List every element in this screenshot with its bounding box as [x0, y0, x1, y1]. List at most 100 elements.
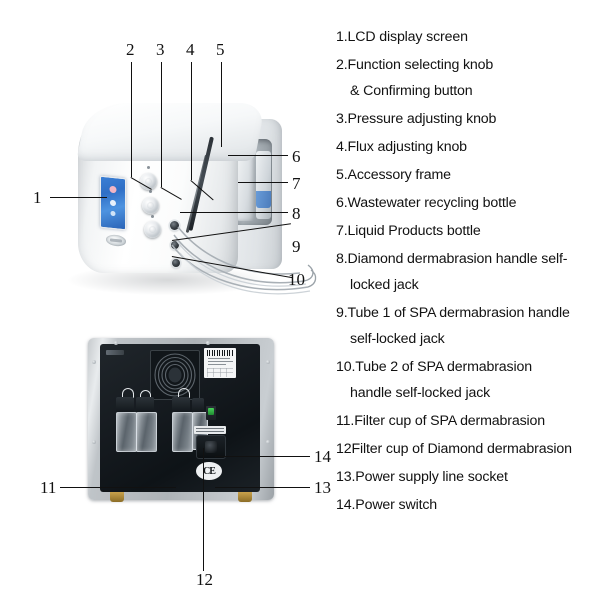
lcd-icon-middle	[110, 199, 116, 207]
pressure-adjusting-knob[interactable]	[142, 197, 159, 214]
ce-mark: CE	[196, 462, 222, 480]
callout-number-6: 6	[292, 147, 301, 166]
knob-indicator-dot-3	[151, 215, 154, 218]
legend-text-8: 8.Diamond dermabrasion handle self-	[336, 251, 568, 267]
leader-line-13	[215, 487, 310, 489]
screw-left-lower	[92, 440, 96, 444]
leader-line-7	[238, 182, 288, 184]
liquid-products-bottle	[256, 151, 271, 219]
hose-spa-2	[140, 390, 151, 399]
label-line-3	[208, 364, 226, 365]
legend-text-3: 3.Pressure adjusting knob	[336, 111, 497, 127]
rear-brand-mark	[106, 350, 124, 355]
callout-number-9: 9	[292, 237, 301, 256]
legend-item-4: 4.Flux adjusting knob	[336, 140, 598, 155]
lcd-icon-bottom	[110, 210, 116, 217]
leader-line-12	[203, 448, 205, 571]
knob-indicator-dot-2	[149, 190, 152, 193]
rating-label	[204, 348, 236, 378]
filter-cup-spa-2	[136, 412, 157, 452]
cooling-fan-grille	[150, 350, 200, 400]
legend-item-6: 6.Wastewater recycling bottle	[336, 196, 598, 211]
legend-item-7: 7.Liquid Products bottle	[336, 224, 598, 239]
hose-spa-1	[122, 388, 134, 398]
leader-line-3	[161, 62, 163, 187]
legend-text-6: 6.Wastewater recycling bottle	[336, 195, 517, 211]
callout-number-12: 12	[196, 570, 213, 589]
power-switch[interactable]	[206, 406, 216, 420]
leader-line-11	[60, 487, 176, 489]
cup-cap-spa-1	[116, 397, 134, 413]
legend-text-9: 9.Tube 1 of SPA dermabrasion handle	[336, 305, 570, 321]
liquid-products-bottle-fluid	[256, 191, 271, 208]
device-top-cover	[76, 103, 266, 161]
leader-line-14	[215, 456, 310, 458]
lcd-display-screen	[100, 175, 126, 231]
legend-item-12: 12Filter cup of Diamond dermabrasion	[336, 442, 598, 457]
callout-number-10: 10	[288, 270, 305, 289]
leader-line-4	[191, 62, 193, 180]
legend-text-5: 5.Accessory frame	[336, 167, 451, 183]
filter-cup-spa-1	[116, 412, 137, 452]
legend-item-11: 11.Filter cup of SPA dermabrasion	[336, 414, 598, 429]
spa-dermabrasion-tube1-jack[interactable]	[171, 241, 179, 249]
leader-line-2	[131, 62, 133, 177]
screw-top-left	[114, 341, 118, 345]
flux-adjusting-knob[interactable]	[144, 221, 161, 238]
spa-dermabrasion-tube2-jack[interactable]	[172, 259, 180, 267]
label-grid	[207, 368, 233, 377]
callout-number-8: 8	[292, 204, 301, 223]
cup-cap-diamond-1	[172, 397, 190, 413]
accessory-frame	[168, 223, 318, 301]
diamond-dermabrasion-handle-jack[interactable]	[170, 221, 179, 230]
leader-line-8	[180, 212, 288, 214]
callout-number-5: 5	[216, 40, 225, 59]
cup-cap-diamond-2	[192, 398, 204, 413]
cup-cap-spa-2	[136, 397, 154, 413]
callout-number-3: 3	[156, 40, 165, 59]
lcd-icon-top	[109, 185, 117, 194]
foot-left	[110, 492, 124, 502]
legend-item-1: 1.LCD display screen	[336, 30, 598, 45]
legend-item-13: 13.Power supply line socket	[336, 470, 598, 485]
screw-left-upper	[92, 360, 96, 364]
socket-label	[194, 426, 226, 434]
legend-item-3: 3.Pressure adjusting knob	[336, 112, 598, 127]
leader-line-1	[50, 197, 107, 199]
screw-top-right	[206, 341, 210, 345]
leader-line-6	[228, 155, 288, 157]
legend-item-8: 8.Diamond dermabrasion handle self- lock…	[336, 252, 598, 293]
foot-right	[238, 492, 252, 502]
legend-text-13: 13.Power supply line socket	[336, 469, 508, 485]
legend-text-1: 1.LCD display screen	[336, 29, 468, 45]
callout-number-4: 4	[186, 40, 195, 59]
legend-text-10-line2: handle self-locked jack	[350, 385, 491, 401]
legend-text-14: 14.Power switch	[336, 497, 438, 513]
label-line-1	[208, 358, 230, 359]
knob-indicator-dot-1	[147, 166, 150, 169]
legend-text-2-line2: & Confirming button	[350, 83, 473, 99]
legend-list: 1.LCD display screen 2.Function selectin…	[336, 30, 598, 526]
leader-line-5	[221, 62, 223, 147]
power-supply-line-socket[interactable]	[196, 435, 226, 459]
legend-item-2: 2.Function selecting knob & Confirming b…	[336, 58, 598, 99]
legend-text-4: 4.Flux adjusting knob	[336, 139, 467, 155]
callout-number-2: 2	[126, 40, 135, 59]
legend-text-11: 11.Filter cup of SPA dermabrasion	[336, 413, 546, 429]
legend-text-10: 10.Tube 2 of SPA dermabrasion	[336, 359, 532, 375]
callout-number-11: 11	[40, 478, 57, 497]
legend-text-2: 2.Function selecting knob	[336, 57, 494, 73]
screw-right-lower	[266, 440, 270, 444]
label-line-2	[208, 361, 233, 362]
legend-item-10: 10.Tube 2 of SPA dermabrasion handle sel…	[336, 360, 598, 401]
legend-text-8-line2: locked jack	[350, 277, 419, 293]
legend-text-7: 7.Liquid Products bottle	[336, 223, 481, 239]
callout-number-1: 1	[33, 188, 42, 207]
legend-item-14: 14.Power switch	[336, 498, 598, 513]
screw-right-upper	[266, 360, 270, 364]
callout-number-13: 13	[314, 478, 331, 497]
callout-number-7: 7	[292, 174, 301, 193]
legend-item-9: 9.Tube 1 of SPA dermabrasion handle self…	[336, 306, 598, 347]
front-view-device-illustration	[60, 95, 317, 315]
